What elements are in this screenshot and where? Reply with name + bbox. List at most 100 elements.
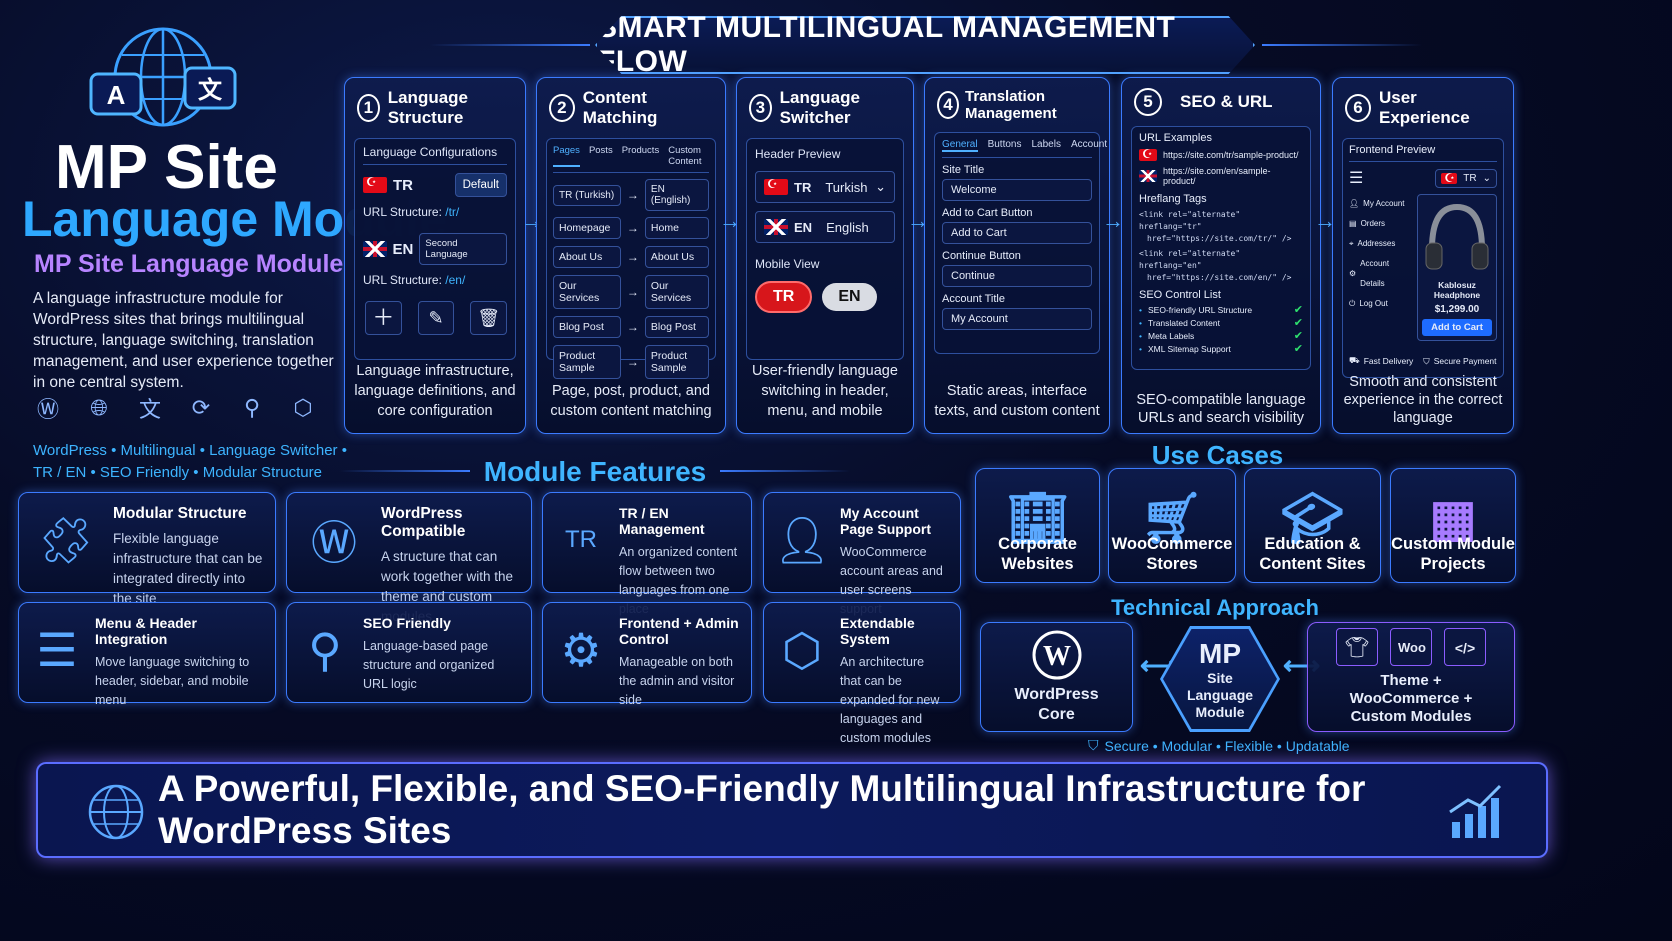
from-lang-select[interactable]: TR (Turkish) [553, 184, 621, 206]
target-content[interactable]: Our Services [644, 275, 709, 309]
content-pair-row: Product Sample→Product Sample [553, 345, 709, 379]
header-line-left [430, 44, 590, 46]
add-to-cart-button[interactable]: Add to Cart [1422, 319, 1492, 336]
tab-products[interactable]: Products [621, 145, 660, 156]
field-input[interactable]: Welcome [942, 179, 1092, 201]
url-tr: https://site.com/tr/sample-product/ [1163, 150, 1299, 160]
account-menu-item[interactable]: ⏻Log Out [1349, 294, 1413, 314]
seo-control-title: SEO Control List [1139, 289, 1221, 301]
lang-code: EN [794, 219, 813, 235]
flow-arrow-icon: → [907, 208, 929, 233]
target-content[interactable]: Home [644, 217, 709, 239]
technical-footer-text: Secure • Modular • Flexible • Updatable [1104, 737, 1350, 754]
step-caption: Static areas, interface texts, and custo… [934, 383, 1100, 419]
mobile-en-button[interactable]: EN [822, 283, 877, 311]
seo-control-label: XML Sitemap Support [1147, 344, 1231, 354]
tshirt-icon: 👕︎ [1336, 628, 1378, 666]
step-number: 5 [1134, 88, 1162, 116]
delivery-icon: ⛟ [1349, 355, 1360, 365]
source-content[interactable]: Product Sample [553, 345, 621, 379]
feature-title: WordPress Compatible [381, 505, 466, 540]
tab-pages[interactable]: Pages [553, 145, 580, 167]
tab-custom-content[interactable]: Custom Content [668, 145, 702, 167]
logo-letter-a: A [107, 80, 126, 110]
feature-title: Frontend + Admin Control [619, 615, 739, 647]
tab-buttons[interactable]: Buttons [987, 139, 1022, 150]
wordpress-icon: W [1032, 630, 1081, 680]
seo-control-label: Translated Content [1147, 318, 1220, 328]
fast-delivery-badge: Fast Delivery [1363, 356, 1414, 366]
content-pair-row: Our Services→Our Services [553, 275, 709, 309]
arrow-icon: → [626, 188, 639, 202]
step-title: User Experience [1378, 88, 1470, 127]
puzzle-icon: 🧩︎ [36, 513, 96, 566]
tab-labels[interactable]: Labels [1031, 139, 1061, 150]
source-content[interactable]: About Us [553, 246, 621, 268]
header-line-right [1262, 44, 1422, 46]
account-menu-item[interactable]: ⌖Addresses [1349, 234, 1413, 254]
target-content[interactable]: Blog Post [644, 316, 709, 338]
field-input[interactable]: Continue [942, 265, 1092, 287]
panel-title: Header Preview [755, 147, 841, 161]
brand-title: MP Site [55, 133, 278, 202]
mobile-view-title: Mobile View [755, 257, 820, 271]
to-lang-select[interactable]: EN (English) [644, 179, 709, 211]
step-title: Translation Management [965, 88, 1057, 122]
default-badge: Default [454, 173, 507, 197]
target-content[interactable]: About Us [644, 246, 709, 268]
seo-control-item: •Meta Labels✔ [1139, 330, 1303, 343]
mobile-tr-button[interactable]: TR [755, 281, 813, 313]
headphone-icon [1425, 203, 1489, 270]
logout-icon: ⏻ [1349, 299, 1356, 308]
flag-tr-icon [363, 175, 387, 193]
flag-en-icon [1139, 170, 1157, 182]
banner-text: A Powerful, Flexible, and SEO-Friendly M… [158, 768, 1366, 851]
tags-line-2: TR / EN • SEO Friendly • Modular Structu… [33, 464, 322, 481]
check-icon: ✔ [1293, 304, 1303, 316]
field-input[interactable]: Add to Cart [942, 222, 1092, 244]
building-icon: 🏢︎ [1005, 490, 1070, 546]
field-input[interactable]: My Account [942, 308, 1092, 330]
account-menu-item[interactable]: ▤Orders [1349, 214, 1413, 234]
field-label: Account Title [942, 293, 1005, 305]
source-content[interactable]: Homepage [553, 217, 621, 239]
use-case-card: 🛒︎WooCommerce Stores [1108, 468, 1236, 583]
tab-posts[interactable]: Posts [588, 145, 613, 156]
panel-title: URL Examples [1139, 132, 1212, 144]
field-label: Add to Cart Button [942, 207, 1033, 219]
tab-account[interactable]: Account [1070, 139, 1108, 150]
lang-select[interactable]: TR⌄ [1435, 168, 1497, 188]
hamburger-menu-icon[interactable]: ☰ [1349, 170, 1364, 187]
mp-big-label: MP [1199, 637, 1241, 669]
tags-line-1: WordPress • Multilingual • Language Swit… [33, 442, 347, 459]
features-line-left [340, 470, 470, 472]
delete-icon[interactable]: 🗑︎ [470, 301, 508, 335]
step-number: 4 [937, 91, 960, 119]
bullet-icon: • [1139, 331, 1142, 341]
bullet-icon: • [1139, 344, 1142, 354]
account-menu-item[interactable]: ⚙Account Details [1349, 254, 1413, 294]
use-case-card: 🏢︎Corporate Websites [975, 468, 1100, 583]
seo-control-list: • SEO-friendly URL Structure ✔ • Translated … [1139, 304, 1303, 356]
flag-tr-icon [1139, 147, 1157, 161]
location-icon: ⌖ [1349, 239, 1354, 248]
globe-logo-icon: A 文 [89, 27, 237, 127]
product-name: Kablosuz Headphone [1433, 280, 1481, 300]
add-icon[interactable]: ＋ [365, 301, 402, 335]
tab-general[interactable]: General [942, 139, 978, 152]
flag-en-icon [764, 219, 788, 235]
edit-icon[interactable]: ✎ [417, 301, 455, 335]
source-content[interactable]: Blog Post [553, 316, 621, 338]
seo-control-label: SEO-friendly URL Structure [1147, 305, 1253, 315]
arrow-icon: → [626, 221, 639, 235]
target-content[interactable]: Product Sample [644, 345, 709, 379]
source-content[interactable]: Our Services [553, 275, 621, 309]
code-icon: </> [1444, 628, 1486, 666]
account-menu-item[interactable]: 👤︎My Account [1349, 194, 1413, 214]
